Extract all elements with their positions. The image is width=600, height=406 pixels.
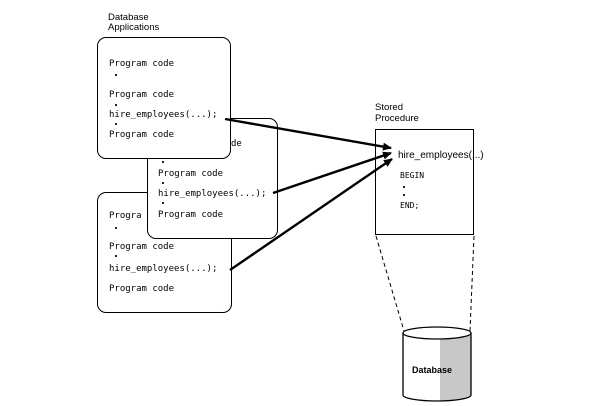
ellipsis-dot xyxy=(115,104,117,106)
applications-title-line1: Database xyxy=(108,12,149,23)
cylinder-shade-bottom xyxy=(440,395,472,401)
ellipsis-dot xyxy=(115,74,117,76)
ellipsis-dot xyxy=(115,227,117,229)
call-arrow-top xyxy=(224,117,392,151)
application-card-top: Program code Program code hire_employees… xyxy=(97,37,231,159)
procedure-title-line2: Procedure xyxy=(375,113,419,124)
projection-line-right xyxy=(469,235,475,332)
ellipsis-dot xyxy=(162,161,164,163)
call-arrow-bottom xyxy=(229,158,393,271)
ellipsis-dot xyxy=(162,202,164,204)
procedure-begin: BEGIN xyxy=(400,171,425,180)
ellipsis-dot xyxy=(115,123,117,125)
procedure-call: hire_employees(...); xyxy=(109,110,218,120)
ellipsis-dot xyxy=(403,186,405,188)
database-label: Database xyxy=(412,365,453,375)
ellipsis-dot xyxy=(115,255,117,257)
procedure-end: END; xyxy=(400,201,420,210)
procedure-call: hire_employees(...); xyxy=(109,264,218,274)
code-line: Progra xyxy=(109,211,142,221)
ellipsis-dot xyxy=(162,182,164,184)
code-line: Program code xyxy=(109,90,175,100)
cylinder-shade xyxy=(440,333,471,395)
projection-line-left xyxy=(375,235,405,332)
applications-title-line2: Applications xyxy=(108,22,160,33)
procedure-signature: hire_employees(...) xyxy=(398,150,484,161)
procedure-call: hire_employees(...); xyxy=(158,189,267,199)
code-line: Program code xyxy=(158,210,224,220)
call-arrow-middle xyxy=(272,151,392,195)
procedure-title-line1: Stored xyxy=(375,102,403,113)
code-line: Program code xyxy=(109,130,175,140)
code-fragment: de xyxy=(231,139,242,149)
database-cylinder xyxy=(402,326,472,402)
code-line: Program code xyxy=(109,59,175,69)
ellipsis-dot xyxy=(403,194,405,196)
code-line: Program code xyxy=(158,169,224,179)
code-line: Program code xyxy=(109,242,175,252)
code-line: Program code xyxy=(109,284,175,294)
